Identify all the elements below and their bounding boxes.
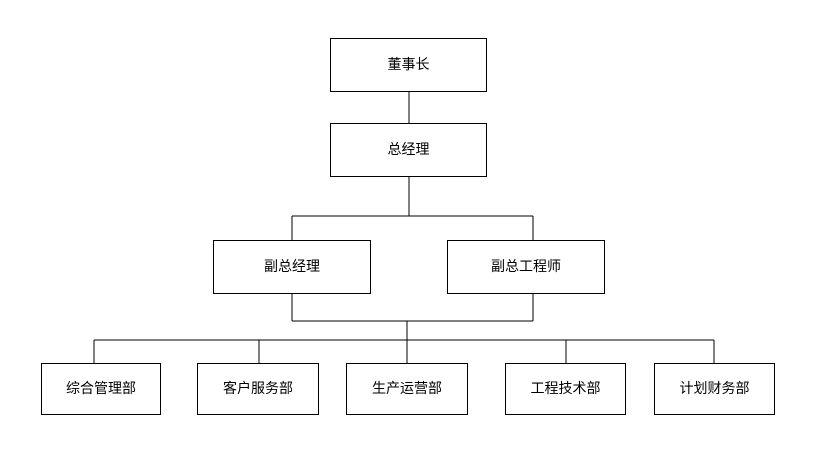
node-department-3-label: 生产运营部 bbox=[372, 381, 442, 397]
node-chairman: 董事长 bbox=[330, 38, 487, 92]
node-department-5-label: 计划财务部 bbox=[679, 381, 750, 397]
node-deputy-general-manager: 副总经理 bbox=[213, 240, 371, 294]
node-deputy-general-manager-label: 副总经理 bbox=[264, 259, 320, 275]
node-deputy-chief-engineer-label: 副总工程师 bbox=[491, 259, 561, 275]
node-general-manager: 总经理 bbox=[330, 123, 487, 177]
node-department-1-label: 综合管理部 bbox=[66, 381, 136, 397]
node-department-2-label: 客户服务部 bbox=[223, 381, 293, 397]
node-department-5: 计划财务部 bbox=[654, 363, 775, 415]
node-department-4: 工程技术部 bbox=[505, 363, 626, 415]
node-department-4-label: 工程技术部 bbox=[530, 381, 601, 397]
node-department-2: 客户服务部 bbox=[197, 363, 319, 415]
node-chairman-label: 董事长 bbox=[387, 57, 430, 73]
node-deputy-chief-engineer: 副总工程师 bbox=[447, 240, 605, 294]
node-general-manager-label: 总经理 bbox=[387, 142, 430, 158]
node-department-1: 综合管理部 bbox=[41, 363, 161, 415]
node-department-3: 生产运营部 bbox=[346, 363, 468, 415]
